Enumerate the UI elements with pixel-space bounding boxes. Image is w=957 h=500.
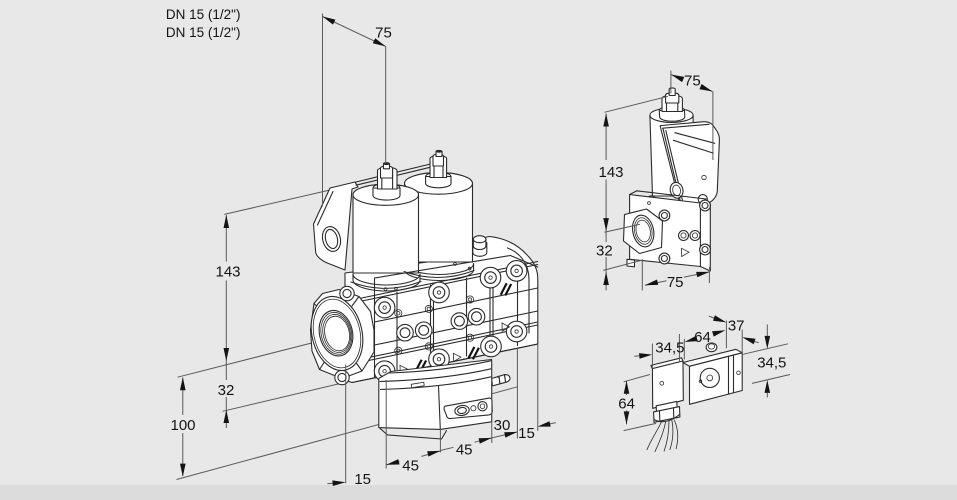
svg-text:32: 32: [218, 382, 235, 399]
svg-text:34,5: 34,5: [655, 339, 684, 356]
svg-text:32: 32: [596, 243, 613, 260]
svg-text:45: 45: [456, 442, 473, 459]
svg-text:75: 75: [684, 73, 701, 90]
svg-text:100: 100: [170, 417, 195, 434]
svg-text:DN 15 (1/2"): DN 15 (1/2"): [166, 25, 241, 40]
svg-text:64: 64: [618, 396, 635, 413]
svg-text:34,5: 34,5: [757, 354, 786, 371]
svg-text:15: 15: [354, 471, 371, 488]
svg-text:45: 45: [402, 458, 419, 475]
svg-text:143: 143: [598, 164, 623, 181]
svg-text:30: 30: [494, 417, 511, 434]
svg-text:143: 143: [215, 264, 240, 281]
svg-text:75: 75: [375, 25, 392, 42]
svg-text:75: 75: [667, 274, 684, 291]
svg-text:37: 37: [728, 318, 745, 335]
svg-text:15: 15: [518, 425, 535, 442]
svg-text:DN 15 (1/2"): DN 15 (1/2"): [166, 7, 241, 22]
svg-text:64: 64: [694, 329, 711, 346]
